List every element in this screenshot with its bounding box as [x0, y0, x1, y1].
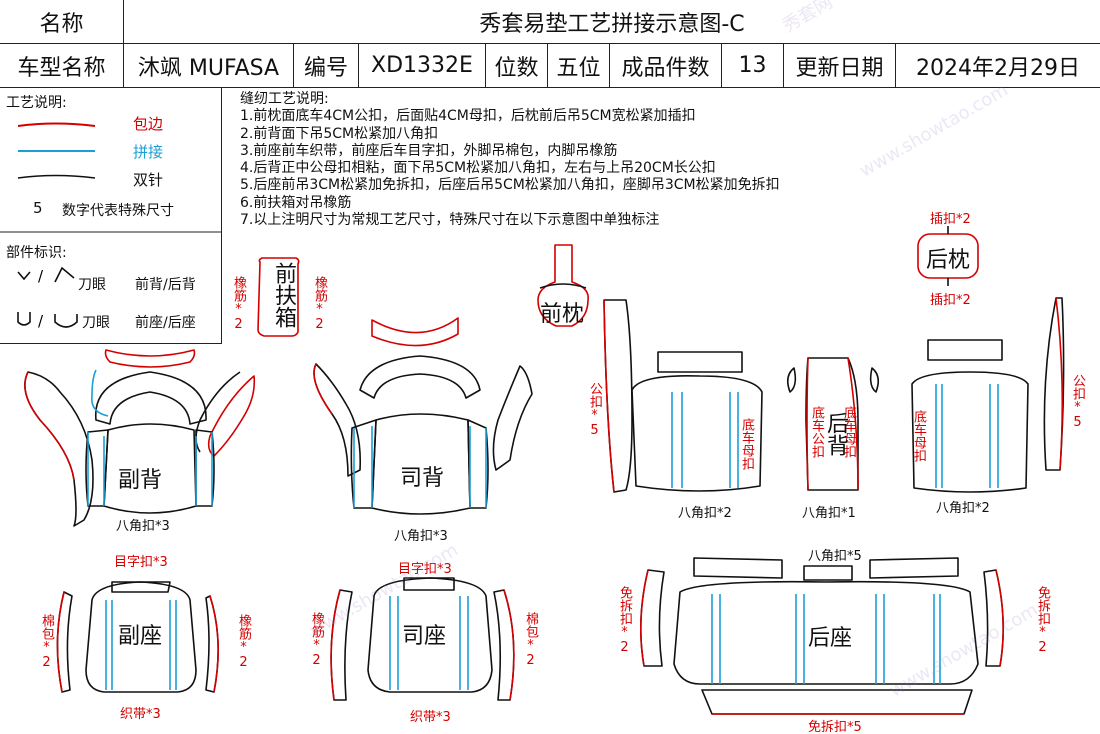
front-armrest-pattern [257, 257, 300, 337]
seats-label: 位数 [486, 44, 548, 88]
notch-icon-seat-front [17, 312, 31, 326]
notch-icon-front [17, 271, 31, 281]
sewing-note-2: 2.前背面下吊5CM松紧加八角扣 [240, 125, 439, 142]
passenger-back-label: 副背 [118, 468, 163, 493]
notch-icon-seat-rear [54, 314, 78, 328]
driver-back-buckle: 八角扣*3 [394, 529, 448, 544]
rear-back-buckle-left: 八角扣*2 [678, 506, 732, 521]
pieces-label: 成品件数 [610, 44, 722, 88]
notch-label-2: 刀眼 [82, 315, 110, 331]
svg-text:/: / [38, 267, 44, 285]
rear-headrest-clip-bottom: 插扣*2 [930, 293, 971, 308]
passenger-seat-label: 副座 [118, 624, 163, 649]
front-armrest-elastic-left: 橡筋*2 [231, 276, 246, 332]
legend-graphics: / / [0, 122, 222, 330]
bottom-male-clip: 底车公扣 [809, 406, 824, 458]
driver-seat-clip: 目字扣*3 [398, 562, 452, 577]
front-headrest-pattern [537, 244, 589, 327]
date-label: 更新日期 [784, 44, 896, 88]
passenger-seat-cotton: 棉包*2 [39, 614, 54, 670]
model-label: 车型名称 [0, 44, 124, 88]
bottom-female-clip-3: 底车母扣 [911, 410, 926, 462]
seats-value: 五位 [548, 44, 610, 88]
rear-seat-clip-left: 免拆扣*2 [617, 586, 632, 655]
rear-seat-buckle: 八角扣*5 [808, 549, 862, 564]
front-headrest-label: 前枕 [540, 302, 585, 327]
driver-seat-elastic: 橡筋*2 [309, 612, 324, 668]
driver-seat-webbing: 织带*3 [410, 710, 451, 725]
male-clip-right: 公扣*5 [1070, 374, 1085, 430]
rear-headrest-pattern [917, 226, 979, 286]
sewing-notes-title: 缝纫工艺说明: [240, 91, 329, 107]
sewing-notes: 缝纫工艺说明: 1.前枕面底车4CM公扣，后面贴4CM母扣，后枕前后吊5CM宽松… [240, 91, 780, 229]
legend-double-needle-label: 双针 [133, 171, 164, 189]
legend-panel: 工艺说明: / / 包边 拼接 双针 5 数字代表特殊尺寸 部件标识: 刀眼 前… [0, 88, 222, 344]
driver-seat-cotton: 棉包*2 [523, 612, 538, 668]
rear-back-label: 后背 [823, 412, 848, 456]
sewing-note-6: 6.前扶箱对吊橡筋 [240, 194, 352, 211]
code-value: XD1332E [359, 44, 486, 88]
legend-special-number: 5 [33, 199, 43, 217]
model-value: 沐飒 MUFASA [124, 44, 294, 88]
rear-headrest-clip-top: 插扣*2 [930, 212, 971, 227]
legend-title: 工艺说明: [6, 95, 67, 111]
page-title: 秀套易垫工艺拼接示意图-C [124, 0, 1100, 44]
double-needle-line-sample [17, 174, 96, 179]
pieces-value: 13 [722, 44, 784, 88]
front-back-label: 前背/后背 [135, 277, 196, 293]
driver-seat-pattern [330, 577, 515, 701]
legend-binding-label: 包边 [133, 115, 164, 133]
date-value: 2024年2月29日 [896, 44, 1100, 88]
rear-seat-clip-bottom: 免拆扣*5 [808, 720, 862, 734]
front-armrest-elastic-right: 橡筋*2 [312, 276, 327, 332]
driver-back-pattern [313, 317, 533, 515]
driver-seat-label: 司座 [402, 624, 447, 649]
rear-back-buckle-right: 八角扣*2 [936, 501, 990, 516]
name-label: 名称 [0, 0, 124, 44]
binding-line-sample [17, 122, 96, 127]
passenger-seat-elastic: 橡筋*2 [236, 614, 251, 670]
notch-icon-back [54, 266, 75, 283]
sewing-note-3: 3.前座前车织带，前座后车目字扣，外脚吊棉包，内脚吊橡筋 [240, 142, 618, 159]
passenger-seat-pattern [56, 581, 219, 693]
male-clip-left: 公扣*5 [587, 382, 602, 438]
rear-seat-clip-right: 免拆扣*2 [1035, 586, 1050, 655]
bottom-female-clip-1: 底车母扣 [739, 418, 754, 470]
notch-label-1: 刀眼 [78, 277, 106, 293]
sewing-note-1: 1.前枕面底车4CM公扣，后面贴4CM母扣，后枕前后吊5CM宽松紧加插扣 [240, 108, 696, 125]
rear-seat-pattern [640, 557, 1004, 715]
driver-back-label: 司背 [400, 466, 445, 491]
sewing-note-4: 4.后背正中公母扣相粘，面下吊5CM松紧加八角扣，左右与上吊20CM长公扣 [240, 160, 716, 177]
front-armrest-label: 前扶箱 [271, 262, 296, 328]
parts-title: 部件标识: [6, 245, 67, 261]
rear-back-middle-pattern [786, 357, 880, 491]
sewing-note-7: 7.以上注明尺寸为常规工艺尺寸，特殊尺寸在以下示意图中单独标注 [240, 212, 660, 229]
rear-seat-label: 后座 [808, 626, 853, 651]
svg-text:/: / [38, 312, 44, 330]
passenger-back-pattern [24, 349, 256, 527]
rear-back-left-pattern [603, 299, 763, 493]
bottom-female-clip-2: 底车母扣 [841, 406, 856, 458]
legend-splice-label: 拼接 [133, 143, 164, 161]
code-label: 编号 [294, 44, 359, 88]
legend-special-text: 数字代表特殊尺寸 [62, 203, 174, 219]
rear-back-right-pattern [911, 297, 1065, 493]
passenger-back-buckle: 八角扣*3 [116, 519, 170, 534]
sewing-note-5: 5.后座前吊3CM松紧加免拆扣，后座后吊5CM松紧加八角扣，座脚吊3CM松紧加免… [240, 177, 780, 194]
rear-headrest-label: 后枕 [926, 248, 971, 273]
front-rear-seat-label: 前座/后座 [135, 315, 196, 331]
passenger-seat-clip: 目字扣*3 [114, 555, 168, 570]
rear-back-buckle-middle: 八角扣*1 [802, 506, 856, 521]
passenger-seat-webbing: 织带*3 [120, 707, 161, 722]
